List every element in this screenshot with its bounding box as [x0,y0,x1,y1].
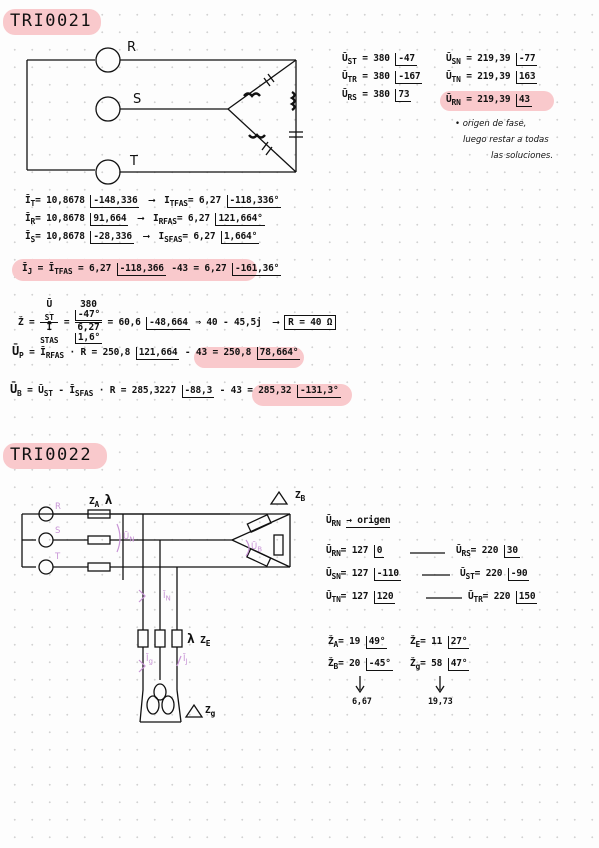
pink-label-ig: Īg [146,654,154,666]
voltage-phase-tn: ŪTN = 219,39 163 [446,71,538,84]
r-boxed-result: R = 40 Ω [284,314,337,330]
label-zb: ZB [295,490,306,503]
note-line-1: • origen de fase, [455,119,527,129]
ij-highlight [12,259,257,281]
impedance-ze: ŽE= 11 27° [410,636,470,649]
pink-label-ij: ĪJ [183,654,188,666]
node-label-r: R [127,40,137,55]
voltage-line-tr: ŪTR = 380 -167 [342,71,423,84]
pink-label-s: S [55,526,61,536]
pink-label-in: ĪN [163,591,171,603]
voltage-ub-equation: ŪB = ŪST - ĪSFAS · R = 285,3227 -88,3 - … [10,382,341,398]
origin-line: ŪRN → origen [326,515,391,528]
line-voltage-rs: ŪRS= 220 30 [456,545,520,558]
current-row-r: ĪR= 10,8678 91,664 ⟶ IRFAS= 6,27 121,664… [25,213,265,226]
title-highlight-2 [3,443,107,469]
label-za-lambda: ZA λ [89,493,113,509]
current-ij: ĪJ = ĪTFAS = 6,27 -118,366 -43 = 6,27 -1… [22,263,282,276]
pink-label-ub: ŪB [251,542,263,554]
rn-highlight [440,91,554,111]
phase-voltage-tn: ŪTN= 127 120 [326,591,396,604]
node-label-t: T [130,154,138,169]
phase-voltage-sn: ŪSN= 127 -110 [326,568,401,581]
pink-label-un: ŪN [123,532,135,544]
voltage-phase-sn: ŪSN = 219,39 -77 [446,53,538,66]
label-ze-lambda: λ ZE [187,632,211,648]
current-row-t: ĪT= 10,8678 -148,336 ⟶ ITFAS= 6,27 -118,… [25,195,282,208]
impedance-zg: Žg= 58 47° [410,658,470,671]
section-title-tri0022: TRI0022 [10,445,93,465]
line-voltage-tr: ŪTR= 220 150 [468,591,538,604]
voltage-up-equation: ŪP = ĪRFAS · R = 250,8 121,664 - 43 = 25… [12,344,301,360]
voltage-phase-rn: ŪRN = 219,39 43 [446,94,532,107]
phase-voltage-rn: ŪRN= 127 0 [326,545,385,558]
note-line-2: luego restar a todas [463,135,549,145]
result-below-1: 6,67 [352,697,372,707]
pink-label-t: T [55,552,61,562]
line-voltage-st: ŪST= 220 -90 [460,568,530,581]
title-highlight [3,9,101,35]
pink-label-r: R [55,502,61,512]
voltage-line-st: ŪST = 380 -47 [342,53,417,66]
current-row-s: ĪS= 10,8678 -28,336 ⟶ ISFAS= 6,27 1,664° [25,231,260,244]
up-highlight [194,347,304,368]
section-title-tri0021: TRI0021 [10,11,93,31]
note-line-3: las soluciones. [491,151,554,161]
result-below-2: 19,73 [428,697,453,707]
impedance-za: ŽA= 19 49° [328,636,388,649]
impedance-zb: ŽB= 20 -45° [328,658,393,671]
node-label-s: S [133,92,142,107]
ub-highlight [252,384,352,406]
voltage-line-rs: ŪRS = 380 73 [342,89,412,102]
label-zg: Zg [205,705,216,718]
